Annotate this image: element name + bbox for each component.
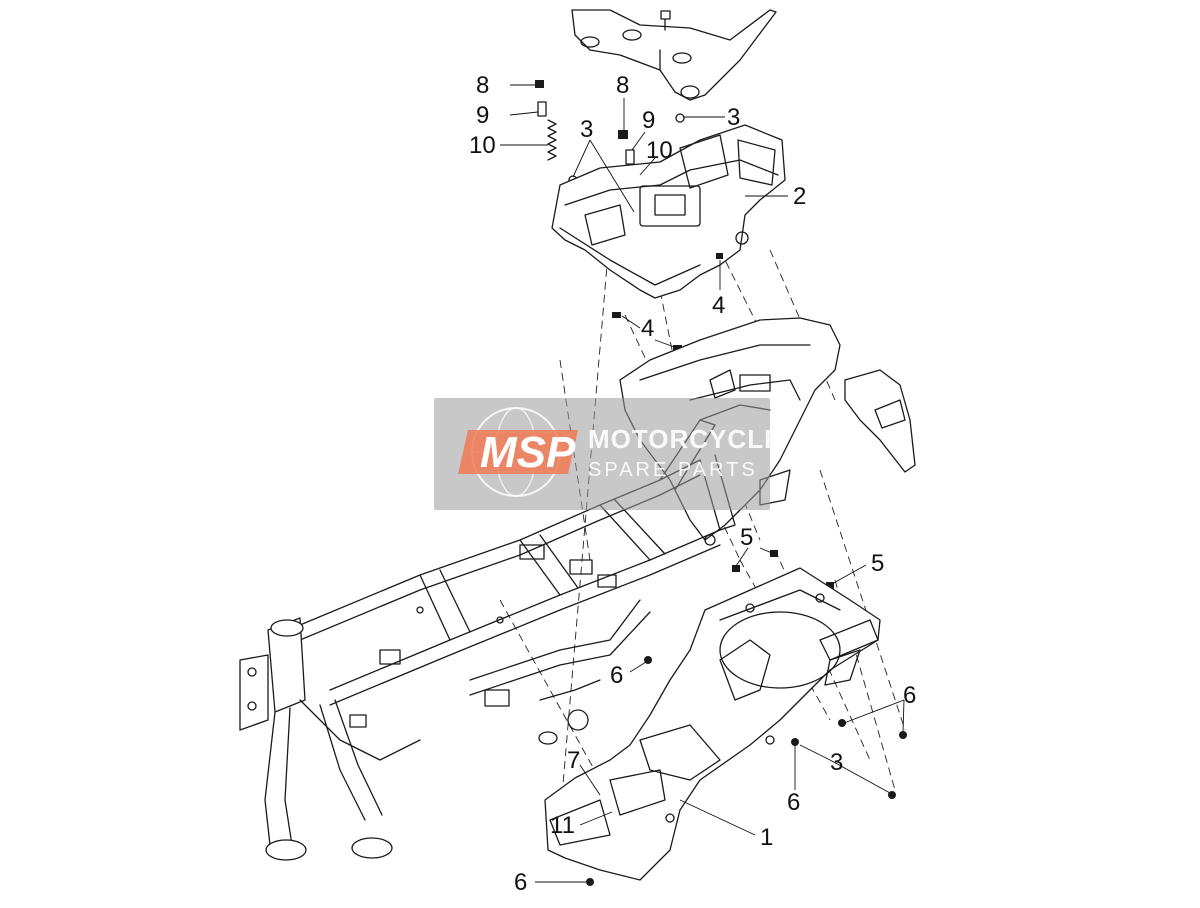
callout-10-upper-left: 10 xyxy=(469,132,496,159)
watermark-logo-text: MSP xyxy=(480,428,576,477)
seat-tray-part-2 xyxy=(551,124,786,351)
callout-numbers: 8 9 10 8 9 10 3 3 2 4 4 5 5 6 6 3 6 7 11… xyxy=(469,72,916,896)
watermark: MSP MOTORCYCLE SPARE PARTS xyxy=(434,398,782,510)
callout-11: 11 xyxy=(550,812,575,839)
callout-9-center: 9 xyxy=(642,107,655,134)
watermark-line-2: SPARE PARTS xyxy=(588,459,758,481)
callout-3-right: 3 xyxy=(727,104,740,131)
watermark-line-1: MOTORCYCLE xyxy=(588,424,782,454)
callout-7: 7 xyxy=(567,747,580,774)
callout-10-center: 10 xyxy=(646,137,673,164)
callout-9-upper-left: 9 xyxy=(476,102,489,129)
undertray-part-1 xyxy=(544,567,881,881)
motorcycle-frame xyxy=(239,419,736,861)
callout-5-left: 5 xyxy=(740,524,753,551)
callout-6-bottom: 6 xyxy=(514,869,527,896)
callout-6-right: 6 xyxy=(903,682,916,709)
callout-6-left: 6 xyxy=(610,662,623,689)
callout-4-right: 4 xyxy=(712,292,725,319)
callout-leader-lines xyxy=(500,84,905,883)
grab-rail-bracket xyxy=(571,9,777,101)
callout-5-right: 5 xyxy=(871,550,884,577)
callout-3-left: 3 xyxy=(580,116,593,143)
callout-8-center: 8 xyxy=(616,72,629,99)
callout-1: 1 xyxy=(760,824,773,851)
callout-4-left: 4 xyxy=(641,315,654,342)
callout-2: 2 xyxy=(793,183,806,210)
callout-6-middle: 6 xyxy=(787,789,800,816)
callout-3-lower: 3 xyxy=(830,749,843,776)
watermark-logo-badge xyxy=(458,430,578,474)
callout-8-upper-left: 8 xyxy=(476,72,489,99)
